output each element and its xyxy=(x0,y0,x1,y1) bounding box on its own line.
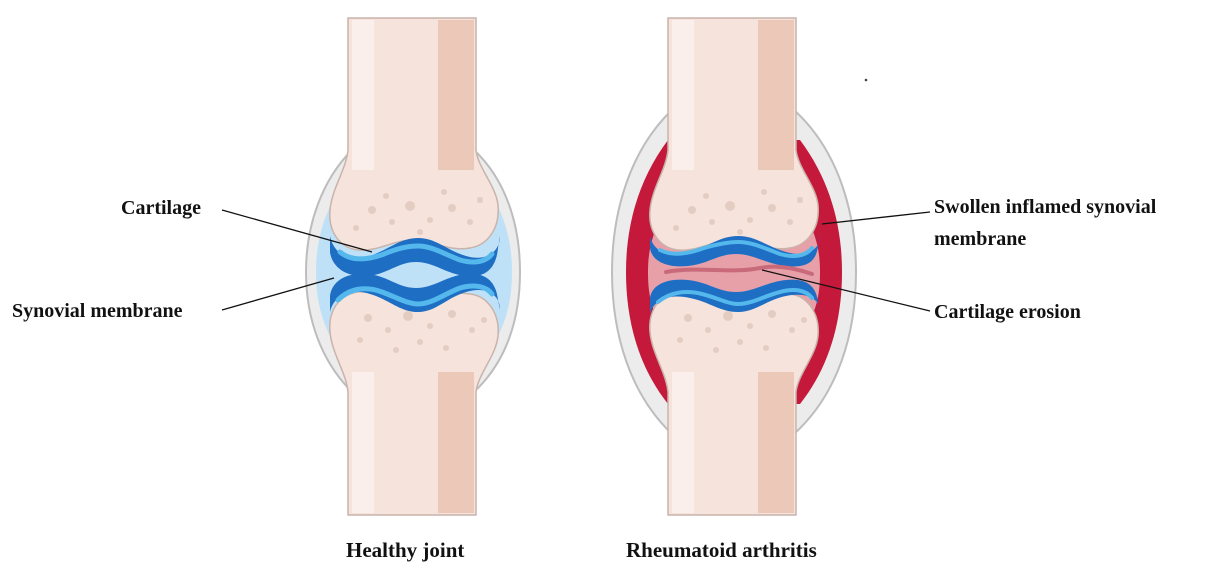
ra-upper-bone-highlight xyxy=(672,20,694,170)
ra-upper-bone-shade xyxy=(758,20,794,170)
swollen-synovial-label-line2: membrane xyxy=(934,226,1026,252)
synovial-membrane-label: Synovial membrane xyxy=(12,298,183,324)
healthy-upper-bone-shade xyxy=(438,20,474,170)
cartilage-erosion-label: Cartilage erosion xyxy=(934,299,1081,325)
swollen-synovial-label-line1: Swollen inflamed synovial xyxy=(934,194,1156,220)
healthy-lower-bone-highlight xyxy=(352,372,374,513)
healthy-joint-illustration xyxy=(306,18,520,515)
healthy-upper-bone-highlight xyxy=(352,20,374,170)
ra-lower-bone-highlight xyxy=(672,372,694,513)
healthy-joint-caption: Healthy joint xyxy=(346,537,464,563)
ra-lower-bone-shade xyxy=(758,372,794,513)
cartilage-label: Cartilage xyxy=(121,195,201,221)
ra-stray-dot xyxy=(865,79,868,82)
rheumatoid-arthritis-caption: Rheumatoid arthritis xyxy=(626,537,817,563)
healthy-lower-bone-shade xyxy=(438,372,474,513)
ra-joint-illustration xyxy=(612,18,867,515)
